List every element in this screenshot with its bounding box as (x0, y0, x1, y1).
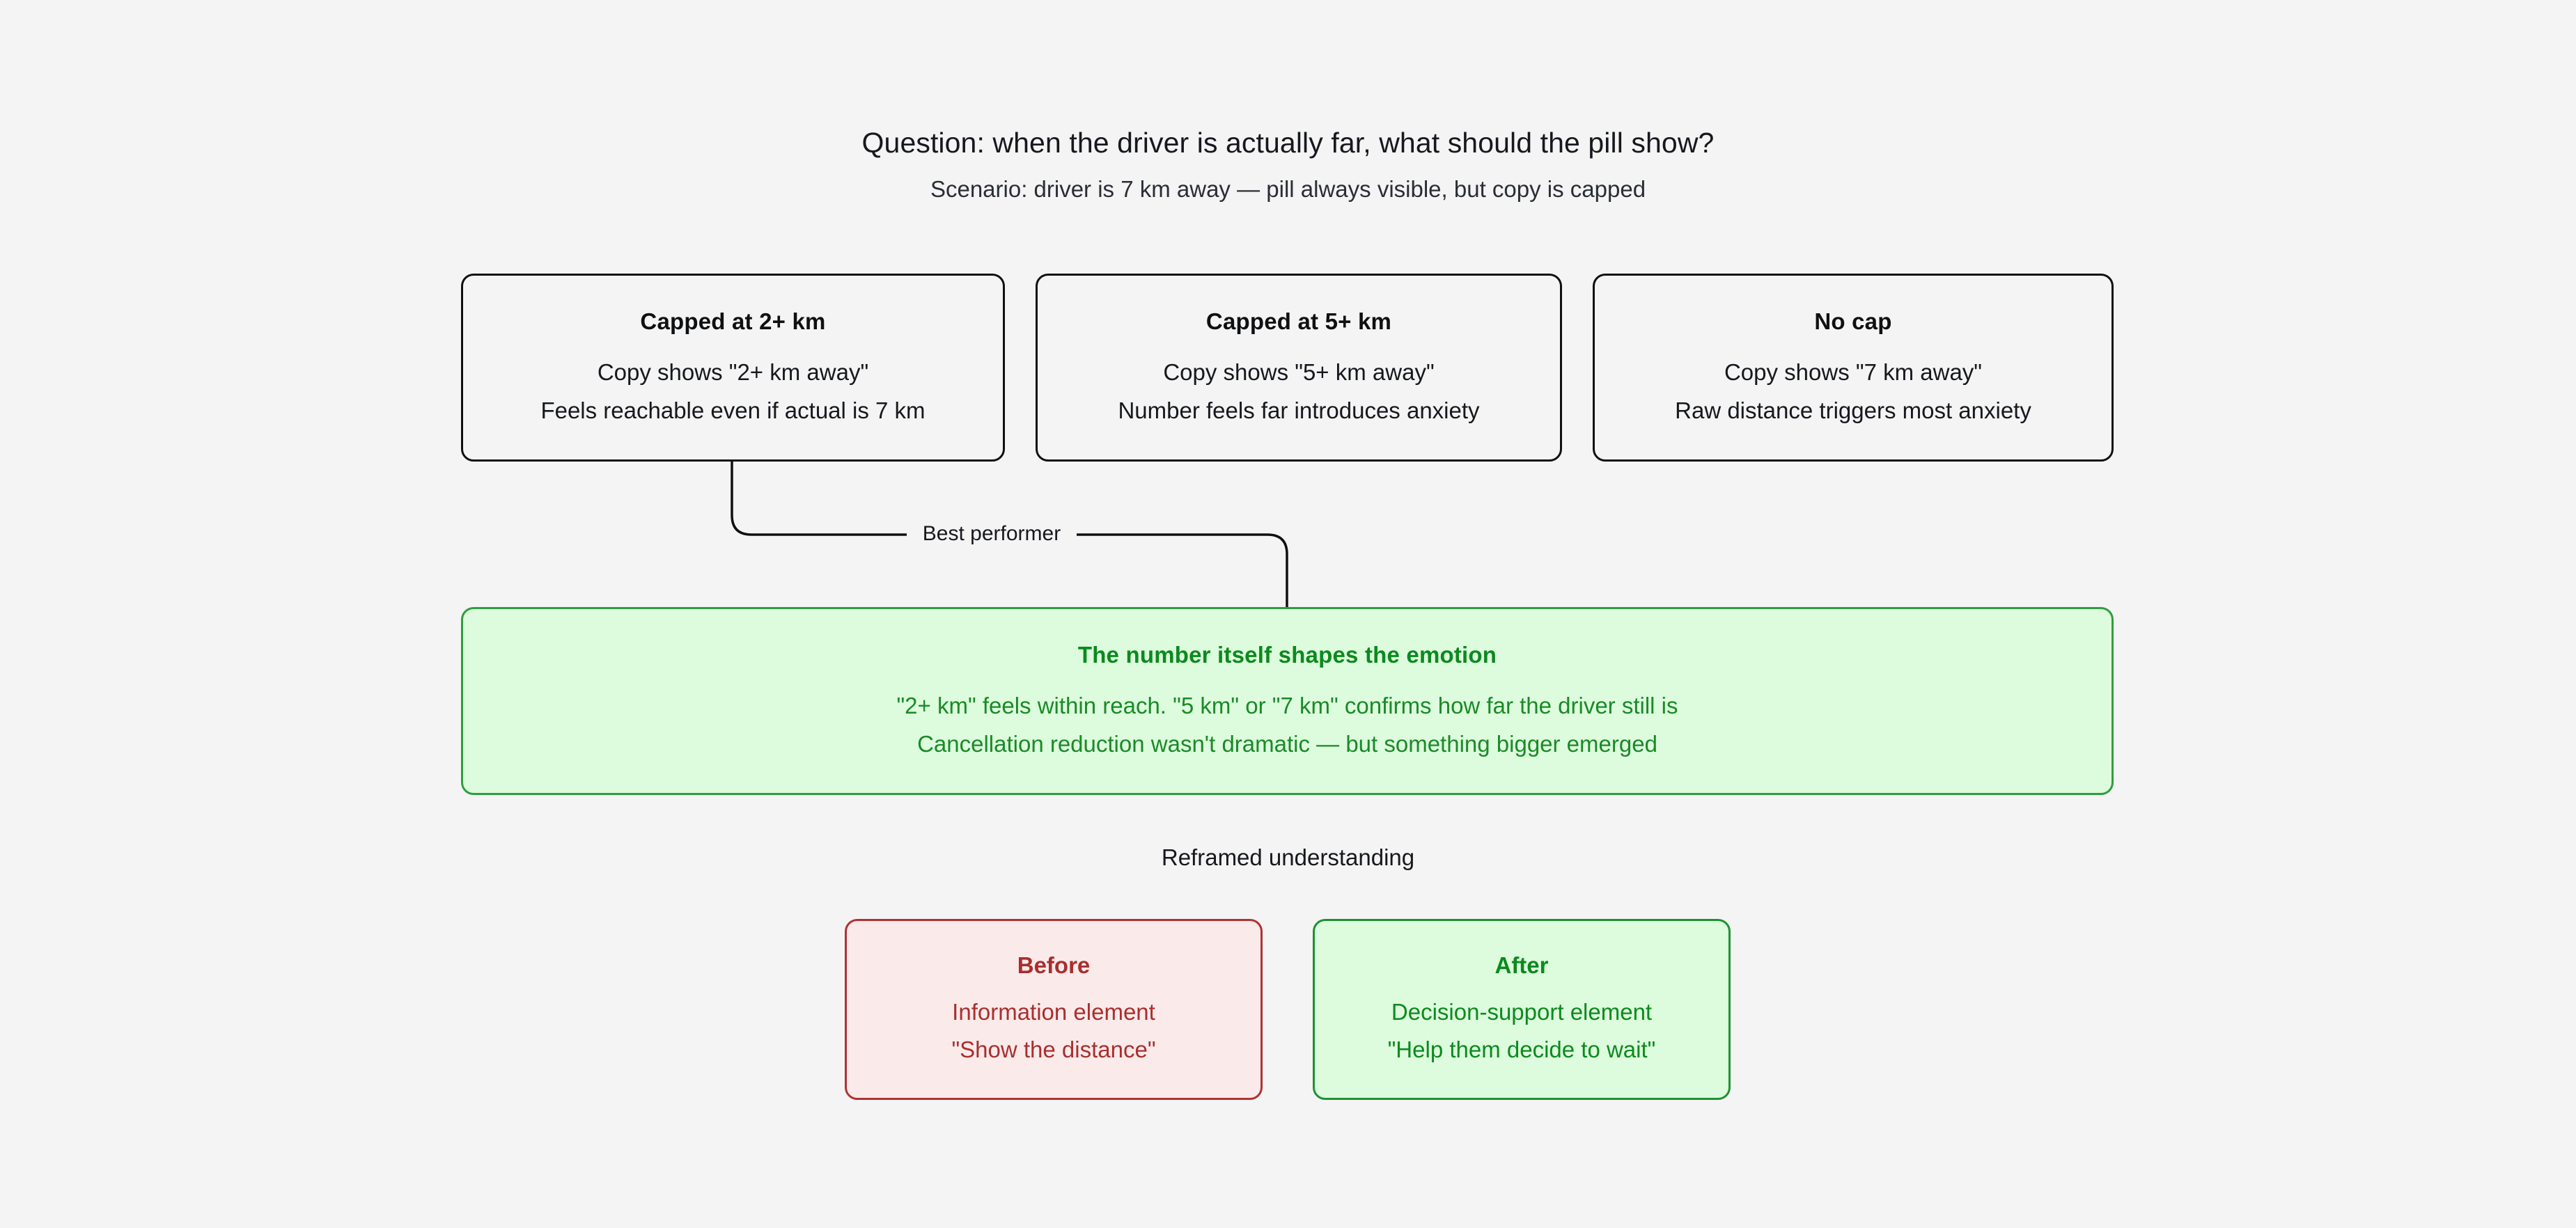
option-card-line-1: Copy shows "5+ km away" (1163, 359, 1435, 385)
reframe-after-title: After (1494, 952, 1549, 979)
option-cards-row: Capped at 2+ km Copy shows "2+ km away" … (461, 274, 2114, 462)
option-card-title: Capped at 2+ km (640, 308, 826, 334)
option-card-line-2: Number feels far introduces anxiety (1118, 397, 1480, 423)
option-card-capped-2km[interactable]: Capped at 2+ km Copy shows "2+ km away" … (461, 274, 1005, 462)
reframe-before-line-2: "Show the distance" (951, 1037, 1156, 1062)
option-card-title: No cap (1814, 308, 1892, 334)
option-card-line-2: Raw distance triggers most anxiety (1675, 397, 2031, 423)
reframe-section-label: Reframed understanding (1161, 844, 1415, 870)
best-performer-connector (731, 459, 1288, 607)
question-title: Question: when the driver is actually fa… (861, 127, 1715, 159)
reframe-before-title: Before (1017, 952, 1091, 979)
scenario-subtitle: Scenario: driver is 7 km away — pill alw… (930, 176, 1646, 203)
option-card-title: Capped at 5+ km (1205, 308, 1392, 334)
option-card-capped-5km[interactable]: Capped at 5+ km Copy shows "5+ km away" … (1036, 274, 1562, 462)
insight-title: The number itself shapes the emotion (1077, 641, 1497, 668)
option-card-line-1: Copy shows "7 km away" (1724, 359, 1983, 385)
insight-callout: The number itself shapes the emotion "2+… (461, 607, 2114, 795)
option-card-line-2: Feels reachable even if actual is 7 km (540, 397, 926, 423)
header: Question: when the driver is actually fa… (0, 125, 2576, 204)
reframe-before-line-1: Information element (952, 999, 1155, 1025)
reframe-cards-row: Before Information element "Show the dis… (845, 919, 1731, 1100)
insight-line-1: "2+ km" feels within reach. "5 km" or "7… (896, 692, 1678, 718)
reframe-after-line-2: "Help them decide to wait" (1387, 1037, 1656, 1062)
reframe-card-before[interactable]: Before Information element "Show the dis… (845, 919, 1263, 1100)
reframe-card-after[interactable]: After Decision-support element "Help the… (1313, 919, 1731, 1100)
connector-label-best-performer: Best performer (907, 521, 1077, 547)
option-card-line-1: Copy shows "2+ km away" (597, 359, 869, 385)
option-card-no-cap[interactable]: No cap Copy shows "7 km away" Raw distan… (1593, 274, 2114, 462)
insight-line-2: Cancellation reduction wasn't dramatic —… (917, 730, 1657, 757)
reframe-after-line-1: Decision-support element (1391, 999, 1653, 1025)
